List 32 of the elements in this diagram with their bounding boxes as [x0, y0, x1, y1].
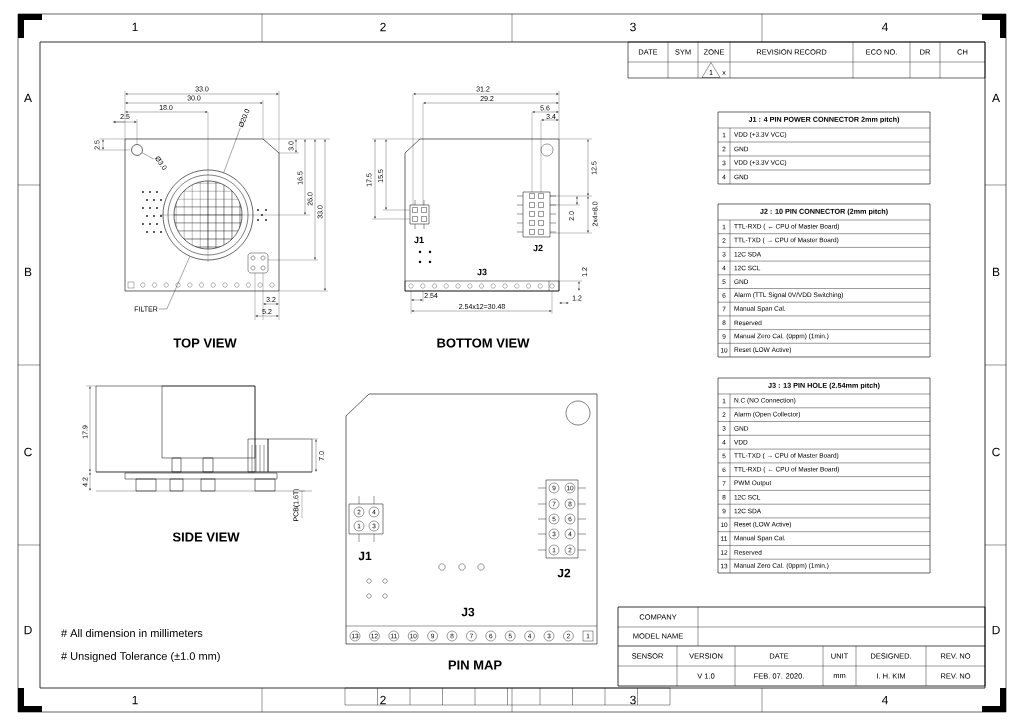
view-title: SIDE VIEW [172, 532, 240, 542]
zone-letter: A [992, 93, 1000, 103]
connector-label: J1 [358, 551, 372, 561]
zone-number: 1 [132, 22, 138, 32]
connector-label: J2 [557, 568, 571, 578]
zone-number: 3 [630, 22, 636, 32]
zone-number: 2 [380, 22, 386, 32]
leader-line [141, 152, 155, 160]
zone-letter: A [24, 93, 32, 103]
zone-number: 1 [132, 695, 138, 705]
filter-drawing [162, 169, 254, 261]
leader-line [158, 256, 190, 310]
zone-letter: B [25, 267, 32, 277]
zone-letter: D [992, 625, 1000, 635]
zone-number: 3 [630, 695, 636, 705]
note: # Unsigned Tolerance (±1.0 mm) [61, 651, 220, 663]
zone-letter: B [993, 267, 1000, 277]
connector-label: J3 [461, 607, 475, 617]
zone-number: 4 [881, 22, 888, 32]
connector-label: J1 [414, 236, 424, 244]
view-title: BOTTOM VIEW [437, 338, 530, 348]
connector-label: J2 [533, 244, 543, 252]
leader-line [223, 127, 241, 173]
view-title: TOP VIEW [173, 338, 237, 348]
connector-label: J3 [477, 268, 487, 276]
note: # All dimension in millimeters [61, 628, 203, 638]
view-title: PIN MAP [448, 660, 502, 670]
zone-letter: D [24, 625, 32, 635]
zone-letter: C [24, 447, 32, 457]
zone-number: 4 [881, 695, 888, 705]
zone-letter: C [992, 447, 1000, 457]
zone-number: 2 [380, 695, 386, 705]
